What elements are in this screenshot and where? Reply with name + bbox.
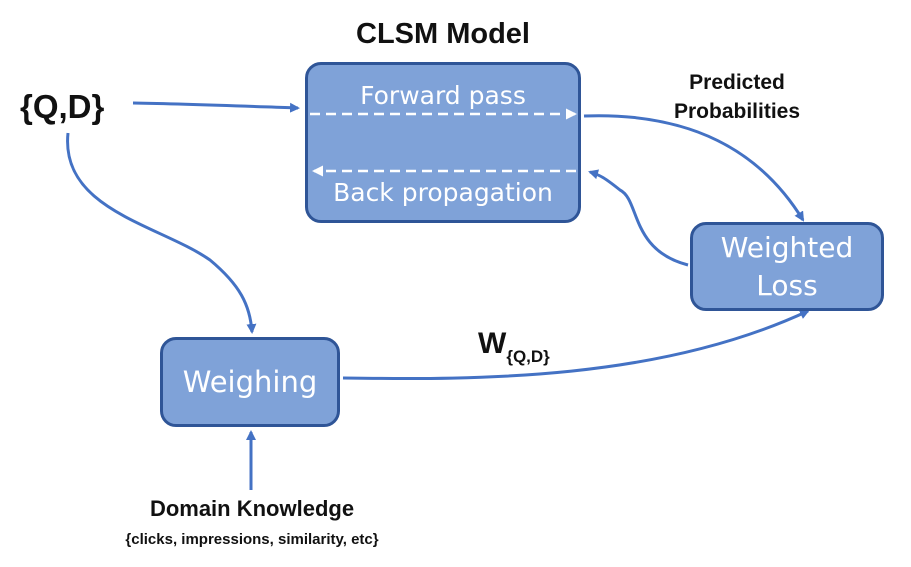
weighted-loss-box: Weighted Loss xyxy=(690,222,884,311)
weighted-loss-line1: Weighted xyxy=(720,230,854,264)
weighted-loss-line2: Loss xyxy=(756,268,818,302)
weighing-label: Weighing xyxy=(182,365,318,399)
arrow-loss-to-clsm xyxy=(588,169,689,267)
clsm-dashed-arrows xyxy=(310,108,577,177)
arrow-weighing-to-loss xyxy=(342,309,810,381)
arrow-input-to-weighing xyxy=(66,132,257,334)
weighing-box: Weighing xyxy=(160,337,340,427)
forward-pass-label: Forward pass xyxy=(360,81,526,110)
arrow-clsm-to-loss xyxy=(583,114,805,222)
weight-label: W{Q,D} xyxy=(478,327,550,367)
query-document-label: {Q,D} xyxy=(20,88,105,125)
predicted-probabilities-label: Predicted Probabilities xyxy=(662,68,812,127)
weight-subscript: {Q,D} xyxy=(506,347,550,366)
predicted-line2: Probabilities xyxy=(673,100,801,124)
weight-symbol: W xyxy=(478,327,507,360)
domain-knowledge-examples: {clicks, impressions, similarity, etc} xyxy=(125,531,379,548)
clsm-model-box: Forward pass Back propagation xyxy=(305,62,581,223)
clsm-title: CLSM Model xyxy=(356,18,530,50)
predicted-line1: Predicted xyxy=(689,71,785,94)
arrow-input-to-clsm xyxy=(132,101,300,113)
back-propagation-label: Back propagation xyxy=(333,178,553,207)
domain-knowledge-title: Domain Knowledge xyxy=(149,496,355,521)
